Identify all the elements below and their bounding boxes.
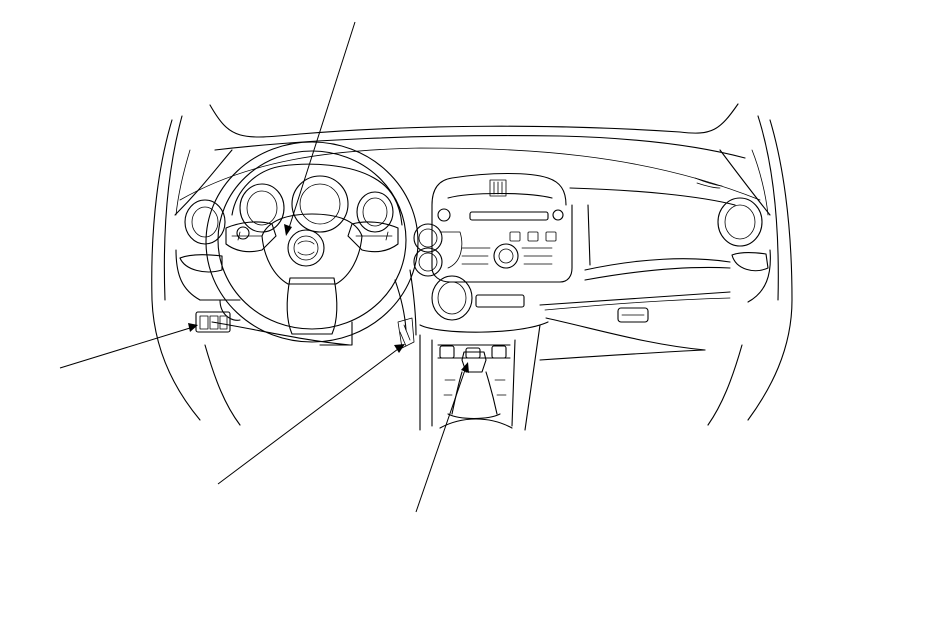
- passenger-dashboard: [569, 187, 736, 323]
- leader-under-dash-connector: [217, 344, 405, 485]
- volume-knob: [493, 243, 519, 269]
- left-knob-small: [437, 208, 451, 222]
- fuel-gauge: [356, 191, 394, 233]
- speedometer: [291, 175, 349, 233]
- dashboard-top: [174, 103, 771, 216]
- glovebox-handle: [617, 307, 649, 323]
- instrument-cluster: [231, 163, 403, 240]
- tachometer: [239, 183, 285, 233]
- steering-column: [319, 269, 417, 349]
- center-vents: [413, 223, 473, 321]
- left-side-vent: [179, 199, 226, 273]
- shift-lever: [439, 347, 513, 429]
- right-side-vent: [694, 177, 769, 272]
- hub-emblem: [287, 229, 325, 267]
- dashboard-lower: [175, 249, 771, 361]
- shift-knob-button: [465, 347, 481, 359]
- steering-wheel-rim-inner: [217, 150, 407, 330]
- leader-shift-lever: [415, 362, 469, 513]
- steering-wheel-hub: [261, 213, 363, 285]
- bottom-spoke: [286, 277, 338, 335]
- right-spoke: [347, 221, 399, 253]
- cd-slot: [469, 211, 549, 221]
- center-stack: [431, 172, 573, 283]
- hazard-switch-bar: [475, 294, 525, 308]
- steering-wheel: [205, 141, 419, 343]
- right-a-pillar: [707, 115, 793, 426]
- left-a-pillar: [151, 115, 241, 426]
- leader-left-panel-switches: [59, 323, 198, 369]
- leader-steering-wheel-center: [284, 21, 356, 236]
- steering-wheel-rim-outer: [205, 141, 419, 343]
- left-spoke: [225, 221, 277, 253]
- left-dashboard-switch-panel: [195, 311, 231, 333]
